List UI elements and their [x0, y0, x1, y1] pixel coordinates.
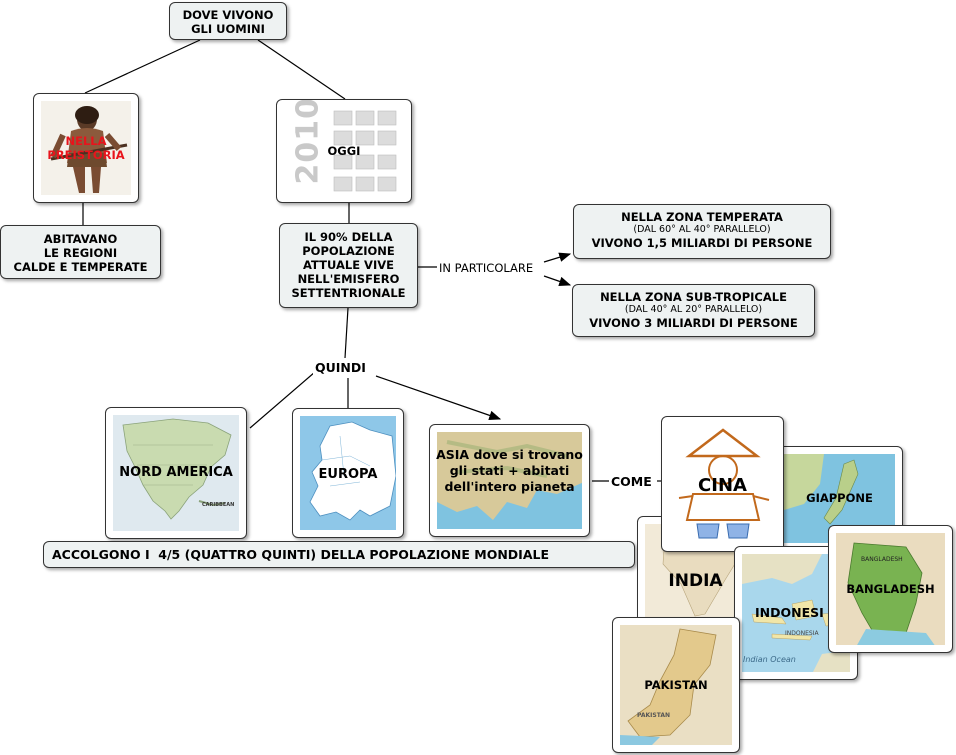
indonesia-small-label: INDONESIA	[785, 630, 819, 637]
europe-map	[300, 416, 396, 530]
line-quindi-nordamerica	[249, 371, 316, 429]
root-line-2: GLI UOMINI	[191, 22, 265, 36]
popolazione-line-2: POPOLAZIONE	[302, 244, 395, 258]
indian-ocean-label: Indian Ocean	[743, 655, 796, 664]
popolazione-line-4: NELL'EMISFERO	[297, 272, 400, 286]
calendar-image	[284, 107, 404, 195]
popolazione-line-5: SETTENTRIONALE	[291, 286, 406, 300]
bangladesh-map	[836, 533, 945, 645]
node-bangladesh[interactable]: BANGLADESH BANGLADESH	[828, 525, 953, 653]
nord-america-label: NORD AMERICA	[119, 465, 233, 480]
pakistan-small-label: PAKISTAN	[637, 712, 670, 719]
subtropicale-title: NELLA ZONA SUB-TROPICALE	[600, 290, 787, 304]
preistoria-line-2: PREISTORIA	[47, 148, 125, 162]
node-popolazione[interactable]: IL 90% DELLA POPOLAZIONE ATTUALE VIVE NE…	[279, 223, 418, 308]
node-preistoria[interactable]: NELLA PREISTORIA	[33, 93, 139, 203]
indonesia-label: INDONESI	[755, 605, 824, 620]
node-zona-temperata[interactable]: NELLA ZONA TEMPERATA (DAL 60° AL 40° PAR…	[573, 204, 831, 259]
temperata-title: NELLA ZONA TEMPERATA	[621, 210, 783, 224]
node-abitavano[interactable]: ABITAVANO LE REGIONI CALDE E TEMPERATE	[0, 225, 161, 279]
asia-line-1: ASIA	[436, 447, 470, 462]
node-dove-vivono[interactable]: DOVE VIVONO GLI UOMINI	[169, 2, 287, 40]
label-in-particolare: IN PARTICOLARE	[437, 261, 536, 275]
temperata-sub: (DAL 60° AL 40° PARALLELO)	[633, 224, 771, 235]
abitavano-line-3: CALDE E TEMPERATE	[13, 260, 148, 274]
asia-label: ASIA dove si trovano gli stati + abitati…	[430, 447, 589, 495]
node-zona-subtropicale[interactable]: NELLA ZONA SUB-TROPICALE (DAL 40° AL 20°…	[572, 284, 815, 337]
line-root-preistoria	[84, 39, 201, 94]
caveman-image	[41, 101, 131, 195]
china-drawing	[669, 424, 776, 544]
node-oggi[interactable]: 2010 OGGI	[276, 99, 412, 203]
subtropicale-sub: (DAL 40° AL 20° PARALLELO)	[624, 304, 763, 315]
cina-label: CINA	[698, 475, 747, 496]
oggi-label: OGGI	[327, 144, 361, 158]
subtropicale-text: VIVONO 3 MILIARDI DI PERSONE	[589, 316, 798, 330]
arrow-subtropicale	[543, 275, 572, 287]
india-label: INDIA	[668, 571, 723, 591]
node-nord-america[interactable]: NORD AMERICA CARIBBEAN	[105, 407, 247, 539]
node-cina[interactable]: CINA	[661, 416, 784, 552]
node-europa[interactable]: EUROPA	[292, 408, 404, 538]
pakistan-map	[620, 625, 732, 745]
label-quindi: QUINDI	[313, 360, 368, 375]
arrow-quindi-asia	[375, 375, 502, 420]
bangladesh-small-label: BANGLADESH	[861, 556, 903, 563]
label-come: COME	[609, 474, 654, 489]
abitavano-line-2: LE REGIONI	[43, 246, 118, 260]
popolazione-line-1: IL 90% DELLA	[304, 230, 393, 244]
asia-map	[437, 432, 582, 529]
node-accolgono[interactable]: ACCOLGONO I 4/5 (QUATTRO QUINTI) DELLA P…	[43, 541, 635, 568]
root-line-1: DOVE VIVONO	[182, 8, 274, 22]
asia-line-4: dell'intero pianeta	[444, 479, 575, 494]
temperata-text: VIVONO 1,5 MILIARDI DI PERSONE	[591, 236, 813, 250]
caribbean-label: CARIBBEAN	[202, 502, 235, 508]
pakistan-label: PAKISTAN	[644, 678, 708, 692]
line-popolazione-quindi	[344, 307, 349, 359]
abitavano-line-1: ABITAVANO	[43, 232, 118, 246]
preistoria-label: NELLA PREISTORIA	[34, 134, 138, 162]
popolazione-line-3: ATTUALE VIVE	[303, 258, 394, 272]
preistoria-line-1: NELLA	[65, 134, 107, 148]
europa-label: EUROPA	[318, 467, 378, 482]
node-asia[interactable]: ASIA dove si trovano gli stati + abitati…	[429, 424, 590, 537]
node-pakistan[interactable]: PAKISTAN PAKISTAN	[612, 617, 740, 753]
asia-line-2: dove si trovano gli	[449, 447, 583, 478]
line-root-oggi	[257, 39, 346, 100]
arrow-temperata	[543, 252, 572, 263]
giappone-label: GIAPPONE	[806, 491, 873, 505]
north-america-map	[113, 415, 239, 531]
bangladesh-label: BANGLADESH	[846, 582, 935, 596]
asia-line-3: stati + abitati	[471, 463, 570, 478]
